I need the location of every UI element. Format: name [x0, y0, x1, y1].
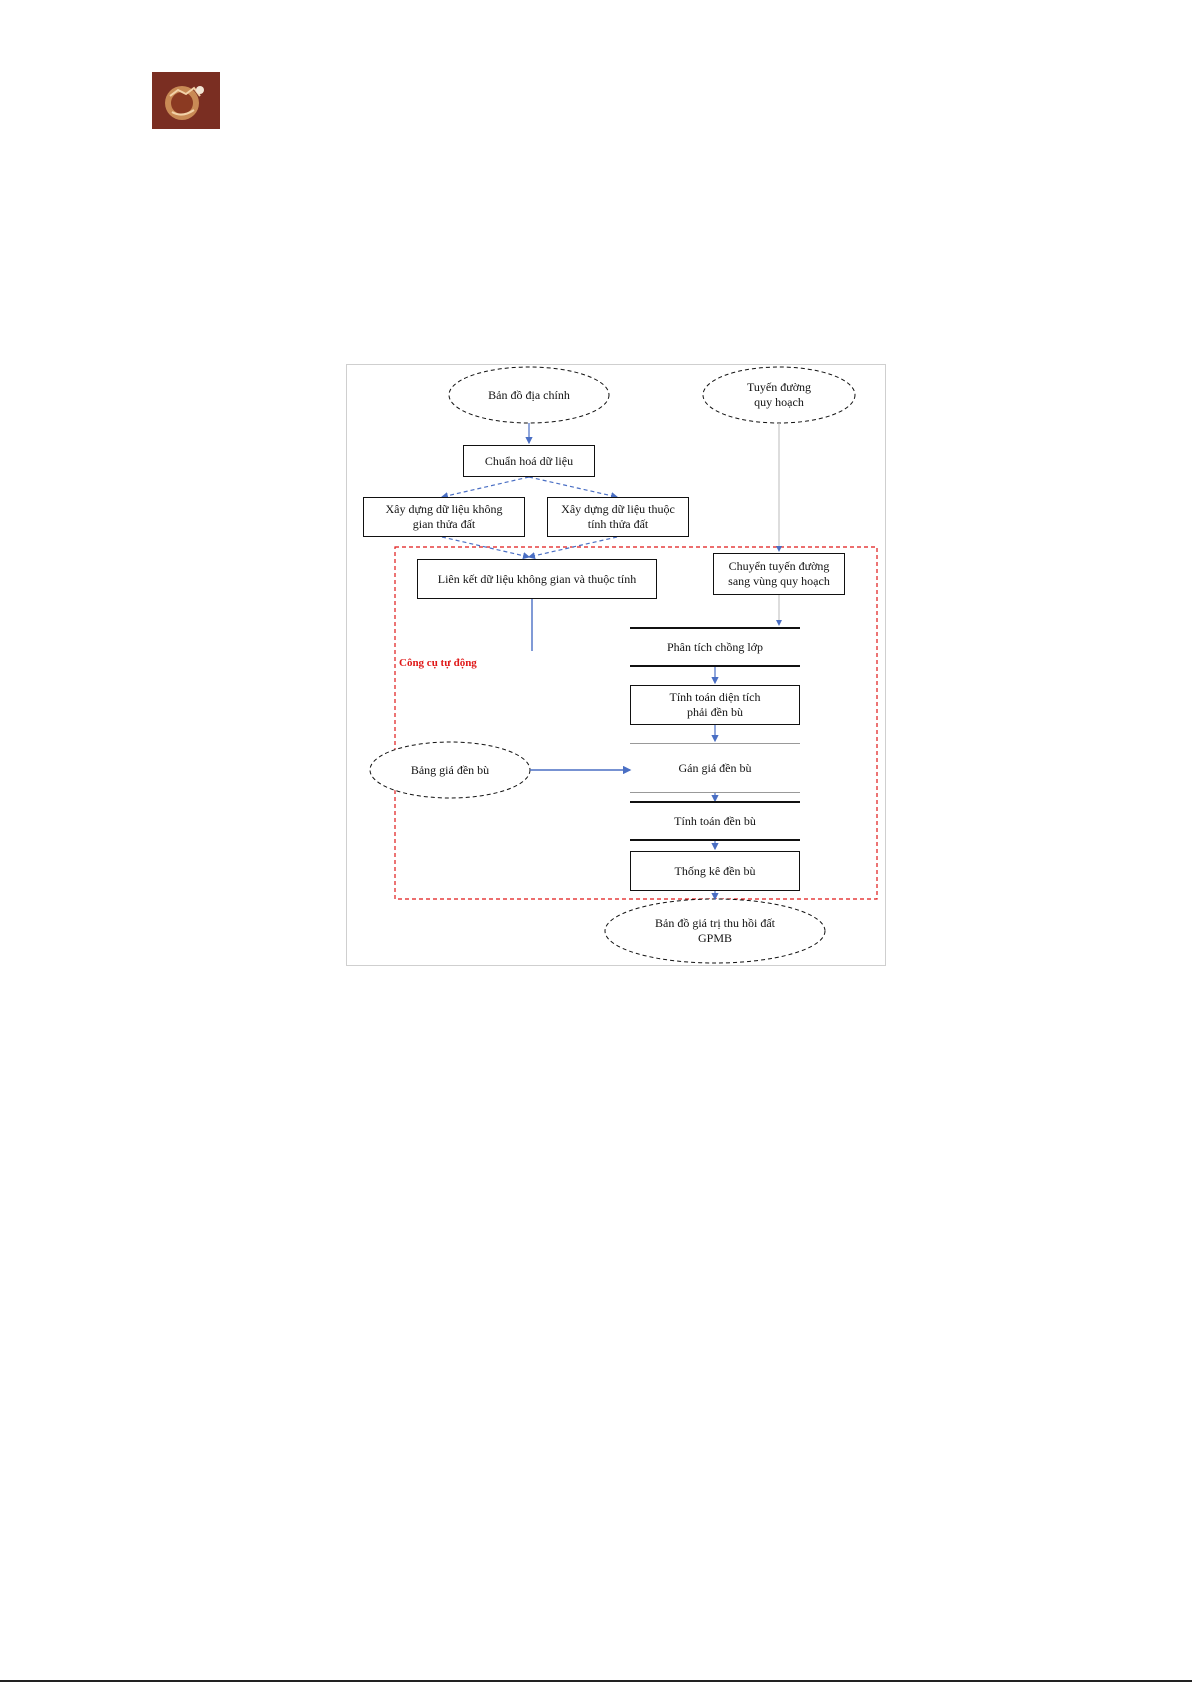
- flowchart: Bản đồ địa chính Tuyến đường quy hoạch C…: [346, 364, 886, 966]
- node-thong-ke-den-bu: Thống kê đền bù: [630, 851, 800, 891]
- node-ban-do-gia-tri: Bản đồ giá trị thu hồi đất GPMB: [655, 916, 775, 945]
- node-lien-ket: Liên kết dữ liệu không gian và thuộc tín…: [417, 559, 657, 599]
- arrow-2: [440, 476, 530, 500]
- node-xay-dung-thuoc-tinh: Xây dựng dữ liệu thuộc tính thửa đất: [547, 497, 689, 537]
- node-tuyen-duong-quy-hoach: Tuyến đường quy hoạch: [746, 380, 812, 409]
- flowchart-connectors: [369, 366, 878, 964]
- logo: [152, 72, 220, 129]
- group-label: Công cụ tự động: [399, 657, 477, 669]
- logo-emblem-icon: [165, 85, 204, 120]
- node-chuyen-tuyen-duong: Chuyển tuyến đường sang vùng quy hoạch: [713, 553, 845, 595]
- arrow-3: [528, 476, 619, 500]
- group-border: [394, 546, 878, 900]
- node-phan-tich-chong-lop: Phân tích chồng lớp: [630, 627, 800, 667]
- arrow-5: [527, 536, 618, 560]
- node-bang-gia-den-bu: Bảng giá đền bù: [410, 762, 490, 777]
- node-gan-gia-den-bu: Gán giá đền bù: [630, 743, 800, 793]
- page-bottom-rule: [0, 1680, 1192, 1682]
- node-tinh-toan-dien-tich: Tính toán diện tích phải đền bù: [630, 685, 800, 725]
- arrow-4: [441, 536, 531, 560]
- node-chuan-hoa-du-lieu: Chuẩn hoá dữ liệu: [463, 445, 595, 477]
- ellipse-ban-do-dia-chinh: [448, 366, 610, 424]
- node-tinh-toan-den-bu: Tính toán đền bù: [630, 801, 800, 841]
- node-ban-do-dia-chinh: Bản đồ địa chính: [488, 387, 570, 402]
- node-xay-dung-khong-gian: Xây dựng dữ liệu không gian thửa đất: [363, 497, 525, 537]
